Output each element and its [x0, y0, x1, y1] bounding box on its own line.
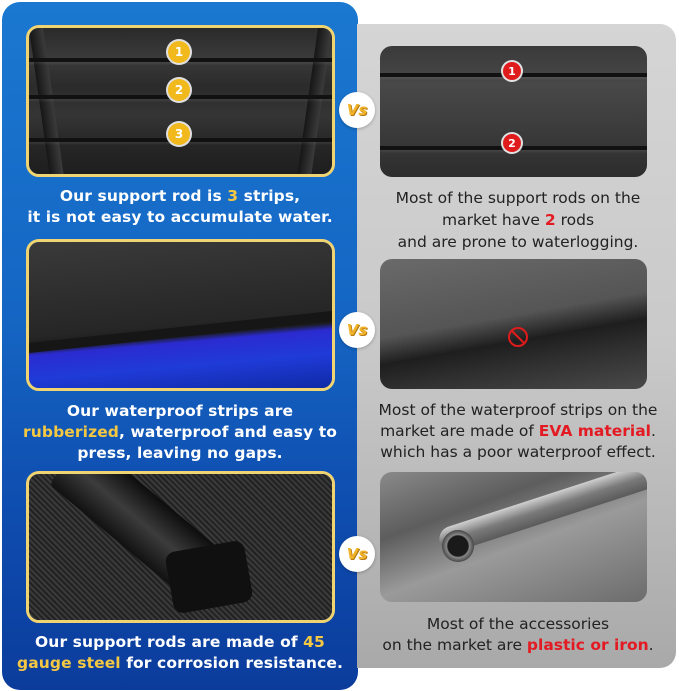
- our-strip-caption: Our waterproof strips are rubberized, wa…: [23, 402, 337, 462]
- number-badge-3: 3: [168, 123, 190, 145]
- highlight-3: 3: [227, 187, 239, 205]
- highlight-gauge-steel: gauge steel: [17, 654, 121, 672]
- our-rods-caption: Our support rod is 3 strips, it is not e…: [27, 187, 333, 226]
- highlight-2: 2: [544, 211, 556, 229]
- prohibited-icon: [508, 327, 528, 347]
- highlight-45: 45: [303, 633, 325, 651]
- number-badge-1: 1: [503, 62, 521, 80]
- number-badge-2: 2: [168, 79, 190, 101]
- vs-badge-3: Vs: [339, 536, 375, 572]
- competitor-tube-image: [380, 472, 647, 602]
- number-badge-1: 1: [168, 41, 190, 63]
- highlight-eva: EVA material: [538, 422, 651, 440]
- competitor-eva-strip-image: [380, 259, 647, 389]
- vs-badge-1: Vs: [339, 92, 375, 128]
- our-steel-rod-image: [26, 471, 335, 623]
- highlight-rubberized: rubberized: [23, 423, 119, 441]
- our-steel-caption: Our support rods are made of 45 gauge st…: [17, 633, 343, 672]
- vs-badge-2: Vs: [339, 312, 375, 348]
- competitor-rods-caption: Most of the support rods on the market h…: [395, 189, 641, 251]
- competitor-strip-caption: Most of the waterproof strips on the mar…: [378, 401, 658, 461]
- competitor-accessories-caption: Most of the accessories on the market ar…: [382, 615, 654, 654]
- highlight-plastic-iron: plastic or iron: [526, 636, 649, 654]
- number-badge-2: 2: [503, 134, 521, 152]
- our-waterproof-strip-image: [26, 239, 335, 391]
